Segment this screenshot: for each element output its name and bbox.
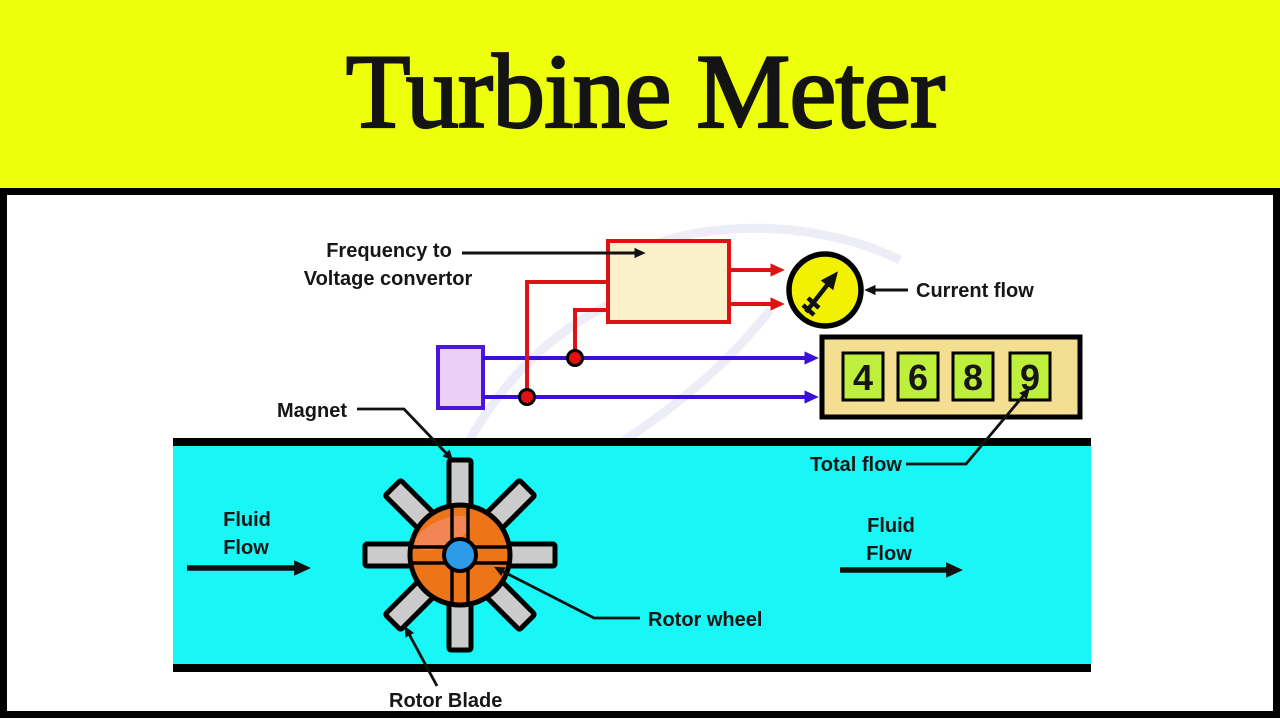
digit-value: 4 — [853, 357, 873, 398]
fluid-flow-right-label-line1: Fluid — [867, 515, 915, 537]
digit-cell — [1008, 351, 1052, 402]
magnet-label: Magnet — [277, 400, 347, 422]
digit-cell — [951, 351, 995, 402]
frequency-converter-label-line2: Voltage convertor — [304, 268, 473, 290]
digit-cell — [841, 351, 885, 402]
rotor-wheel-leader-icon — [493, 566, 640, 620]
converter-wire-left — [525, 280, 608, 395]
digit-value: 9 — [1020, 357, 1040, 398]
converter-wire-right — [573, 308, 608, 356]
frequency-converter-label-line1: Frequency to — [326, 240, 452, 262]
pickup-coil-box — [436, 345, 485, 410]
fluid-flow-left-label-line2: Flow — [223, 537, 269, 559]
total-flow-label: Total flow — [810, 454, 902, 476]
rotor — [362, 457, 558, 653]
wire-junction-dot — [518, 388, 536, 406]
fluid-flow-left-label-line1: Fluid — [223, 509, 271, 531]
rotor-blade-label: Rotor Blade — [389, 690, 502, 712]
label-leaders — [357, 247, 1030, 687]
digit-cell — [896, 351, 940, 402]
digit-value: 8 — [963, 357, 983, 398]
totalizer-display: 4 6 8 9 — [819, 334, 1083, 420]
pipe-wall-top — [173, 438, 1091, 446]
ammeter-needle-icon — [801, 271, 839, 317]
rotor-shaft — [442, 537, 478, 573]
hub-highlight — [415, 515, 471, 551]
current-flow-label: Current flow — [916, 280, 1034, 302]
pipe-wall-bottom — [173, 664, 1091, 672]
totalizer-digits: 4 6 8 9 — [841, 351, 1052, 402]
total-flow-leader-icon — [906, 388, 1030, 466]
magnet-leader-icon — [357, 407, 454, 461]
signal-wires — [483, 351, 819, 404]
digit-value: 6 — [908, 357, 928, 398]
converter-wires — [525, 263, 785, 395]
wire-junction-dot — [566, 349, 584, 367]
ammeter — [786, 251, 864, 329]
pipe-fluid — [173, 445, 1091, 665]
fluid-flow-right-label-line2: Flow — [866, 543, 912, 565]
rotor-wheel-label: Rotor wheel — [648, 609, 762, 631]
rotor-blade-leader-icon — [404, 626, 439, 687]
title-banner — [0, 0, 1280, 188]
pipe — [173, 438, 1091, 672]
page-title: Turbine Meter — [346, 33, 945, 150]
